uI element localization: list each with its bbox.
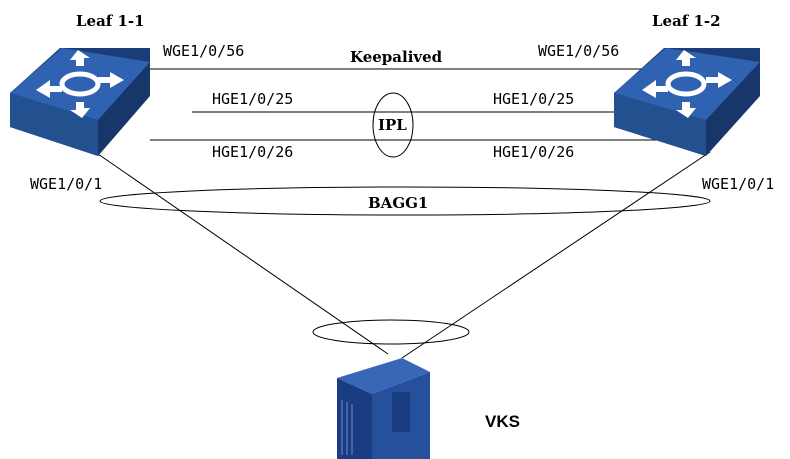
ipl-bottom-right-port: HGE1/0/26 — [493, 143, 575, 161]
bagg-label: BAGG1 — [368, 194, 429, 212]
leaf1-label: Leaf 1-1 — [76, 12, 145, 30]
leaf1-switch-icon — [10, 48, 150, 156]
leaf2-switch-icon — [614, 48, 760, 156]
leaf1-to-vks-link — [97, 153, 389, 355]
bagg-ellipse — [99, 186, 711, 216]
ipl-ellipse — [372, 92, 414, 158]
keepalived-right-port: WGE1/0/56 — [538, 42, 620, 60]
bagg-left-port: WGE1/0/1 — [30, 175, 103, 193]
vks-label: VKS — [485, 412, 520, 431]
vks-aggregation-ellipse — [312, 319, 470, 345]
keepalived-left-port: WGE1/0/56 — [163, 42, 245, 60]
ipl-top-right-port: HGE1/0/25 — [493, 90, 575, 108]
leaf2-to-vks-link — [401, 151, 711, 359]
ipl-label: IPL — [378, 116, 407, 134]
ipl-top-left-port: HGE1/0/25 — [212, 90, 294, 108]
ipl-bottom-left-port: HGE1/0/26 — [212, 143, 294, 161]
keepalived-label: Keepalived — [350, 48, 443, 66]
bagg-right-port: WGE1/0/1 — [702, 175, 775, 193]
vks-server-icon — [337, 358, 430, 459]
leaf2-label: Leaf 1-2 — [652, 12, 721, 30]
